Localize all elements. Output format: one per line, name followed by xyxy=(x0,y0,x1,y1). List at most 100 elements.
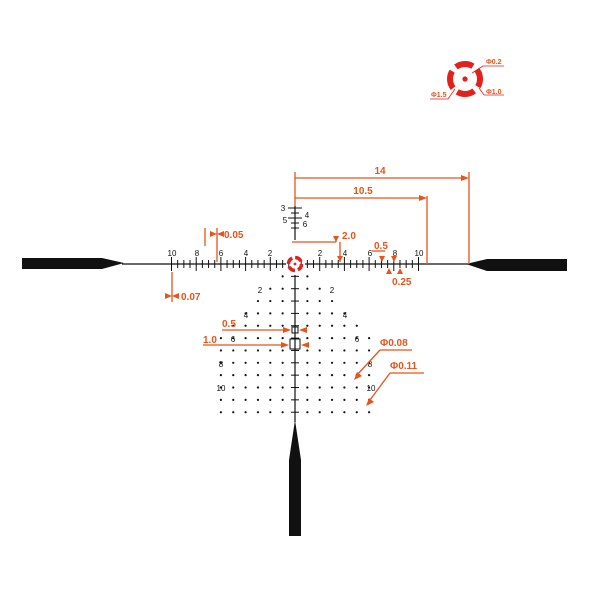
holdover-dot xyxy=(318,374,321,377)
holdover-dot xyxy=(318,398,321,401)
right-thick-post xyxy=(466,259,567,271)
holdover-dot xyxy=(355,398,358,401)
holdover-dot xyxy=(269,337,272,340)
holdover-dot xyxy=(232,374,235,377)
holdover-dot xyxy=(232,361,235,364)
holdover-dot xyxy=(281,398,284,401)
holdover-dot xyxy=(368,349,371,352)
dimension-lines xyxy=(171,172,470,401)
holdover-dot xyxy=(256,386,260,389)
holdover-dot xyxy=(306,312,309,315)
bottom-thick-post xyxy=(289,420,301,536)
holdover-dot xyxy=(318,337,321,340)
dimension-arrowheads xyxy=(165,175,469,406)
holdover-dot xyxy=(368,411,371,414)
holdover-dot xyxy=(269,411,272,414)
holdover-dot xyxy=(306,349,309,352)
dim-label-0-07: 0.07 xyxy=(181,292,201,303)
holdover-dot-tree xyxy=(219,275,371,414)
holdover-dot xyxy=(256,361,260,364)
holdover-dot xyxy=(244,312,247,315)
holdover-dot xyxy=(269,386,272,389)
tree-left-label-8: 8 xyxy=(219,360,224,369)
h-label-left-8: 8 xyxy=(195,249,200,258)
holdover-dot xyxy=(256,324,260,327)
h-label-left-2: 2 xyxy=(268,249,273,258)
holdover-dot xyxy=(318,287,321,290)
h-label-right-6: 6 xyxy=(368,249,373,258)
tree-right-label-4: 4 xyxy=(343,311,348,320)
detail-label-phi-1-0: Φ1.0 xyxy=(486,89,502,96)
holdover-dot xyxy=(219,361,222,364)
holdover-dot xyxy=(343,374,346,377)
holdover-dot xyxy=(244,349,247,352)
holdover-dot xyxy=(269,398,272,401)
tree-right-label-6: 6 xyxy=(355,335,360,344)
h-label-left-4: 4 xyxy=(244,249,249,258)
v-upper-label-4: 4 xyxy=(305,211,310,220)
tree-right-label-8: 8 xyxy=(368,360,373,369)
holdover-dot xyxy=(343,337,346,340)
holdover-dot xyxy=(244,411,247,414)
tree-left-label-2: 2 xyxy=(258,286,263,295)
holdover-dot xyxy=(219,411,222,414)
holdover-dot xyxy=(306,398,309,401)
holdover-dot xyxy=(343,386,346,389)
holdover-dot xyxy=(318,386,321,389)
holdover-dot xyxy=(330,386,334,389)
h-label-right-8: 8 xyxy=(393,249,398,258)
holdover-dot xyxy=(232,324,235,327)
dim-label-0-25: 0.25 xyxy=(392,277,412,288)
holdover-dot xyxy=(355,324,358,327)
holdover-dot xyxy=(330,349,334,352)
holdover-dot xyxy=(330,398,334,401)
holdover-dot xyxy=(306,386,309,389)
holdover-dot xyxy=(219,374,222,377)
h-label-right-10: 10 xyxy=(415,249,424,258)
center-detail-inset xyxy=(430,61,504,100)
holdover-dot xyxy=(306,411,309,414)
holdover-dot xyxy=(281,312,284,315)
dim-label-2-0: 2.0 xyxy=(342,231,356,242)
dim-label-0-05: 0.05 xyxy=(224,230,244,241)
holdover-dot xyxy=(306,299,309,303)
h-label-left-6: 6 xyxy=(219,249,224,258)
upper-vertical-ticks xyxy=(288,207,302,229)
holdover-dot xyxy=(330,374,334,377)
holdover-dot xyxy=(330,312,334,315)
holdover-dot xyxy=(269,287,272,290)
holdover-dot xyxy=(256,337,260,340)
holdover-dot xyxy=(355,337,358,340)
holdover-dot xyxy=(281,337,284,340)
holdover-dot xyxy=(318,349,321,352)
dim-label-0-5-left: 0.5 xyxy=(222,319,236,330)
dim-label-phi-0-08: Φ0.08 xyxy=(380,338,408,349)
left-thick-post xyxy=(22,258,124,269)
holdover-dot xyxy=(232,337,235,340)
holdover-dot xyxy=(269,312,272,315)
v-upper-label-5: 5 xyxy=(283,216,288,225)
holdover-dot xyxy=(306,324,309,327)
holdover-dot xyxy=(219,349,222,352)
holdover-dot xyxy=(355,361,358,364)
holdover-dot xyxy=(244,374,247,377)
holdover-dot xyxy=(306,361,309,364)
holdover-dot xyxy=(232,411,235,414)
h-label-right-2: 2 xyxy=(318,249,323,258)
dim-label-0-5-right: 0.5 xyxy=(374,241,388,252)
lower-vertical-ticks xyxy=(291,275,299,413)
holdover-dot xyxy=(318,361,321,364)
holdover-dot xyxy=(219,398,222,401)
holdover-dot xyxy=(343,324,346,327)
detail-label-phi-0-2: Φ0.2 xyxy=(486,59,502,66)
holdover-dot xyxy=(306,287,309,290)
center-aiming-circle xyxy=(286,255,304,273)
holdover-dot xyxy=(256,411,260,414)
holdover-dot xyxy=(318,411,321,414)
holdover-dot xyxy=(343,349,346,352)
holdover-dot xyxy=(269,324,272,327)
holdover-dot xyxy=(281,287,284,290)
holdover-dot xyxy=(368,337,371,340)
holdover-dot xyxy=(281,299,284,303)
holdover-dot xyxy=(318,299,321,303)
